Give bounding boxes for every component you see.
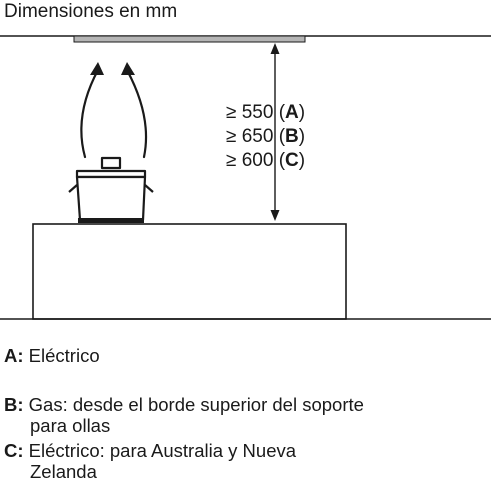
pot-icon [68,156,154,222]
pot-body [75,175,147,222]
legend-item-b: B: Gas: desde el borde superior del sopo… [4,394,364,436]
pot-handle-right [144,184,154,193]
dimension-label-c: ≥ 600 (C) [226,150,305,171]
steam-arrowhead-left [90,62,104,75]
pot-lid-knob [100,156,122,170]
legend-key-c: C: [4,440,24,461]
legend-text-c: Eléctrico: para Australia y Nueva [28,440,297,461]
legend-text-b-continued: para ollas [30,415,111,436]
dimension-arrow-top [270,43,280,54]
diagram-title: Dimensiones en mm [4,1,178,22]
legend-text-a: Eléctrico [28,345,100,366]
legend-item-a: A: Eléctrico [4,345,100,366]
pot-handle-left [68,184,78,193]
legend-key-b: B: [4,394,24,415]
steam-arrow-left [80,68,100,159]
dimension-arrow-bottom [270,210,280,221]
hood-panel [73,35,306,43]
cooktop-counter [32,223,347,320]
legend-text-b: Gas: desde el borde superior del soporte [28,394,364,415]
steam-arrowhead-right [121,62,135,75]
steam-arrows [80,68,148,159]
dimension-labels: ≥ 550 (A) ≥ 650 (B) ≥ 600 (C) [226,102,305,171]
dimension-label-a: ≥ 550 (A) [226,102,305,123]
installation-diagram: ≥ 550 (A) ≥ 650 (B) ≥ 600 (C) [0,35,491,320]
pot-base [78,218,144,223]
legend-key-a: A: [4,345,24,366]
legend-text-c-continued: Zelanda [30,461,97,482]
legend-item-c: C: Eléctrico: para Australia y Nueva Zel… [4,440,296,482]
dimension-label-b: ≥ 650 (B) [226,126,305,147]
steam-arrow-right [125,68,148,159]
